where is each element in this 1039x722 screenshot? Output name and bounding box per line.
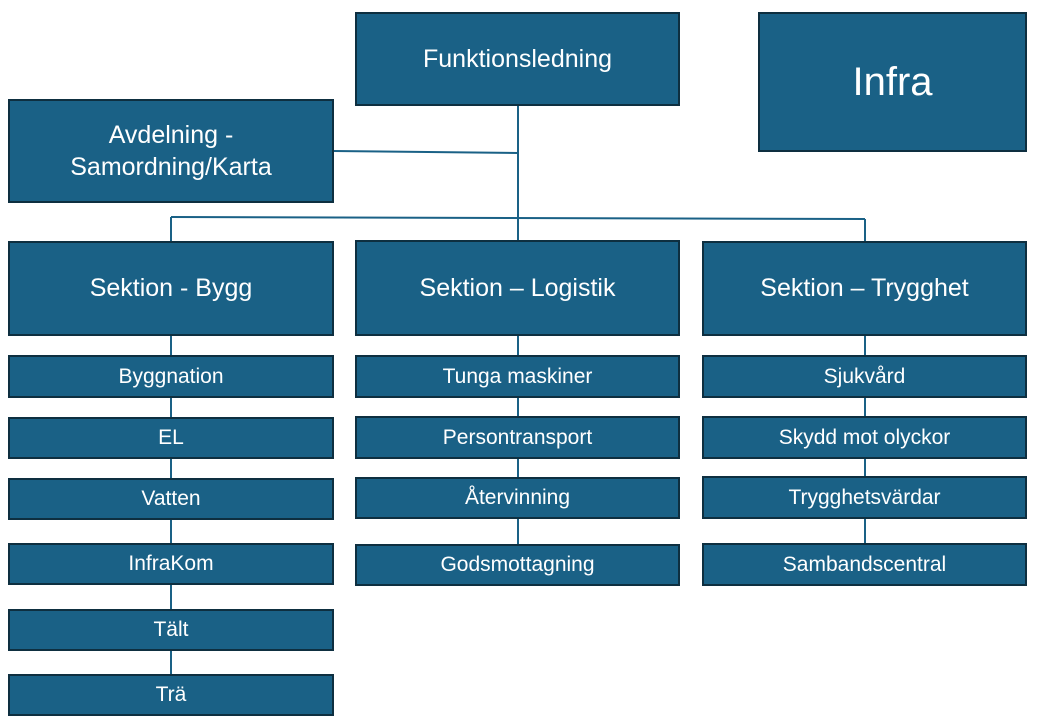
infra-label: Infra: [852, 60, 933, 104]
item-node: Trygghetsvärdar: [702, 476, 1027, 519]
item-label: Skydd mot olyckor: [778, 425, 951, 449]
item-label: Persontransport: [442, 425, 593, 449]
item-node: Sjukvård: [702, 355, 1027, 398]
avdelning-line1: Avdelning -: [108, 120, 234, 149]
infra-label-box: Infra: [758, 12, 1027, 152]
section-title: Sektion - Bygg: [89, 274, 253, 303]
item-node: EL: [8, 417, 334, 459]
item-node: Sambandscentral: [702, 543, 1027, 586]
section-node-trygghet: Sektion – Trygghet: [702, 241, 1027, 336]
section-node-logistik: Sektion – Logistik: [355, 240, 680, 336]
connector-section-bar: [170, 216, 866, 220]
item-label: Byggnation: [118, 364, 224, 388]
item-node: Godsmottagning: [355, 544, 680, 586]
item-label: Trygghetsvärdar: [788, 485, 941, 509]
item-node: Trä: [8, 674, 334, 716]
item-label: Återvinning: [464, 486, 571, 510]
connector-avdelning: [332, 150, 519, 154]
item-node: Tunga maskiner: [355, 355, 680, 398]
item-node: InfraKom: [8, 543, 334, 585]
item-label: Vatten: [141, 487, 201, 511]
avdelning-line2: Samordning/Karta: [70, 153, 272, 181]
item-node: Skydd mot olyckor: [702, 416, 1027, 459]
item-label: Sjukvård: [823, 364, 906, 388]
item-node: Byggnation: [8, 355, 334, 398]
item-node: Persontransport: [355, 416, 680, 459]
section-title: Sektion – Trygghet: [760, 274, 969, 303]
item-label: EL: [158, 426, 184, 450]
top-node-label: Funktionsledning: [422, 44, 612, 73]
item-label: Tält: [153, 618, 189, 642]
section-node-bygg: Sektion - Bygg: [8, 241, 334, 336]
item-label: InfraKom: [128, 552, 214, 576]
item-label: Tunga maskiner: [442, 364, 593, 388]
section-title: Sektion – Logistik: [419, 273, 616, 302]
node-avdelning: Avdelning - Samordning/Karta: [8, 99, 334, 203]
item-node: Återvinning: [355, 477, 680, 519]
item-label: Godsmottagning: [440, 553, 595, 577]
item-label: Trä: [155, 683, 187, 707]
item-label: Sambandscentral: [782, 552, 947, 576]
top-node-funktionsledning: Funktionsledning: [355, 12, 680, 106]
item-node: Tält: [8, 609, 334, 651]
item-node: Vatten: [8, 478, 334, 520]
